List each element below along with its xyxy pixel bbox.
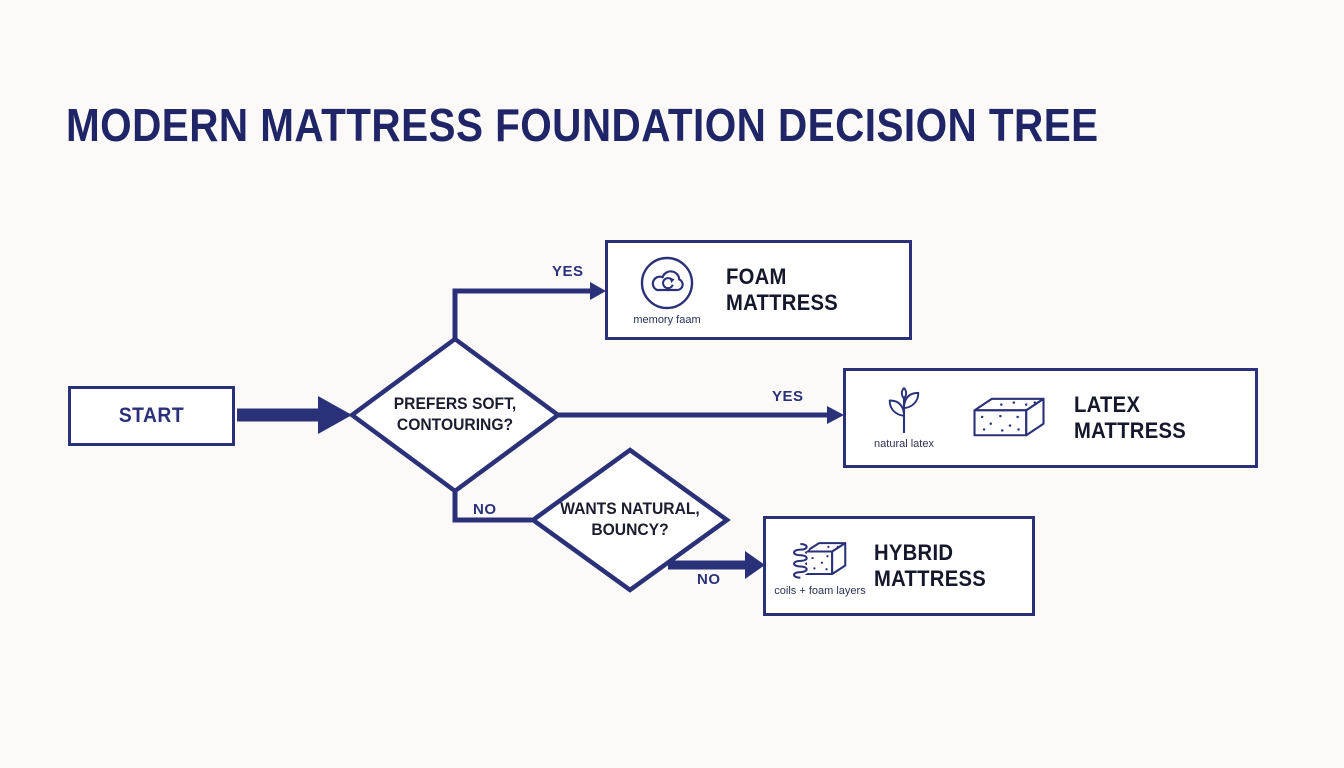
outcome-hybrid-mattress: coils + foam layers HYBRID MATTRESS [763,516,1035,616]
foam-title: FOAM MATTRESS [726,264,838,316]
arrow-no-hybrid [668,551,765,579]
hybrid-title: HYBRID MATTRESS [874,540,986,592]
decision2-question: WANTS NATURAL, BOUNCY? [543,498,718,541]
decision1-line1: PREFERS SOFT, [393,394,517,413]
memory-foam-cloud-icon [639,255,695,311]
hybrid-title-line1: HYBRID [874,540,954,566]
foam-title-line1: FOAM [726,264,787,290]
hybrid-title-line2: MATTRESS [874,566,987,591]
hybrid-icon-column: coils + foam layers [766,536,874,597]
foam-icon-column: memory faam [608,255,726,326]
latex-foam-block-icon [970,395,1048,441]
connector-yes-foam [452,282,606,339]
natural-latex-plant-icon [883,386,925,435]
foam-caption: memory faam [633,313,701,326]
outcome-latex-mattress: natural latex LATEX MATTRESS [843,368,1258,468]
hybrid-caption: coils + foam layers [774,584,866,597]
latex-title-line1: LATEX [1074,392,1141,418]
decision2-diamond [529,447,731,593]
arrow-start-to-decision1 [237,396,352,434]
start-label: START [118,404,185,427]
coils-plus-foam-icon [791,536,849,582]
latex-title: LATEX MATTRESS [1074,392,1186,444]
connector-yes-latex [558,406,844,424]
decision1-diamond [348,336,562,494]
latex-caption: natural latex [874,437,934,450]
label-no-hybrid: NO [697,571,721,588]
decision1-question: PREFERS SOFT, CONTOURING? [368,393,543,436]
decision1-line2: CONTOURING? [396,415,514,435]
connector-no-decision2 [452,491,532,523]
page-title: MODERN MATTRESS FOUNDATION DECISION TREE [66,98,1099,152]
latex-title-line2: MATTRESS [1074,418,1187,443]
decision2-line2: BOUNCY? [591,520,669,540]
decision2-line1: WANTS NATURAL, [560,499,700,518]
latex-icon-column: natural latex [852,386,956,450]
foam-title-line2: MATTRESS [726,290,839,315]
label-no-decision2: NO [473,501,497,518]
label-yes-foam: YES [552,263,584,280]
label-yes-latex: YES [772,388,804,405]
start-node: START [68,386,235,446]
page-title-text: MODERN MATTRESS FOUNDATION DECISION TREE [66,99,1099,151]
outcome-foam-mattress: memory faam FOAM MATTRESS [605,240,912,340]
